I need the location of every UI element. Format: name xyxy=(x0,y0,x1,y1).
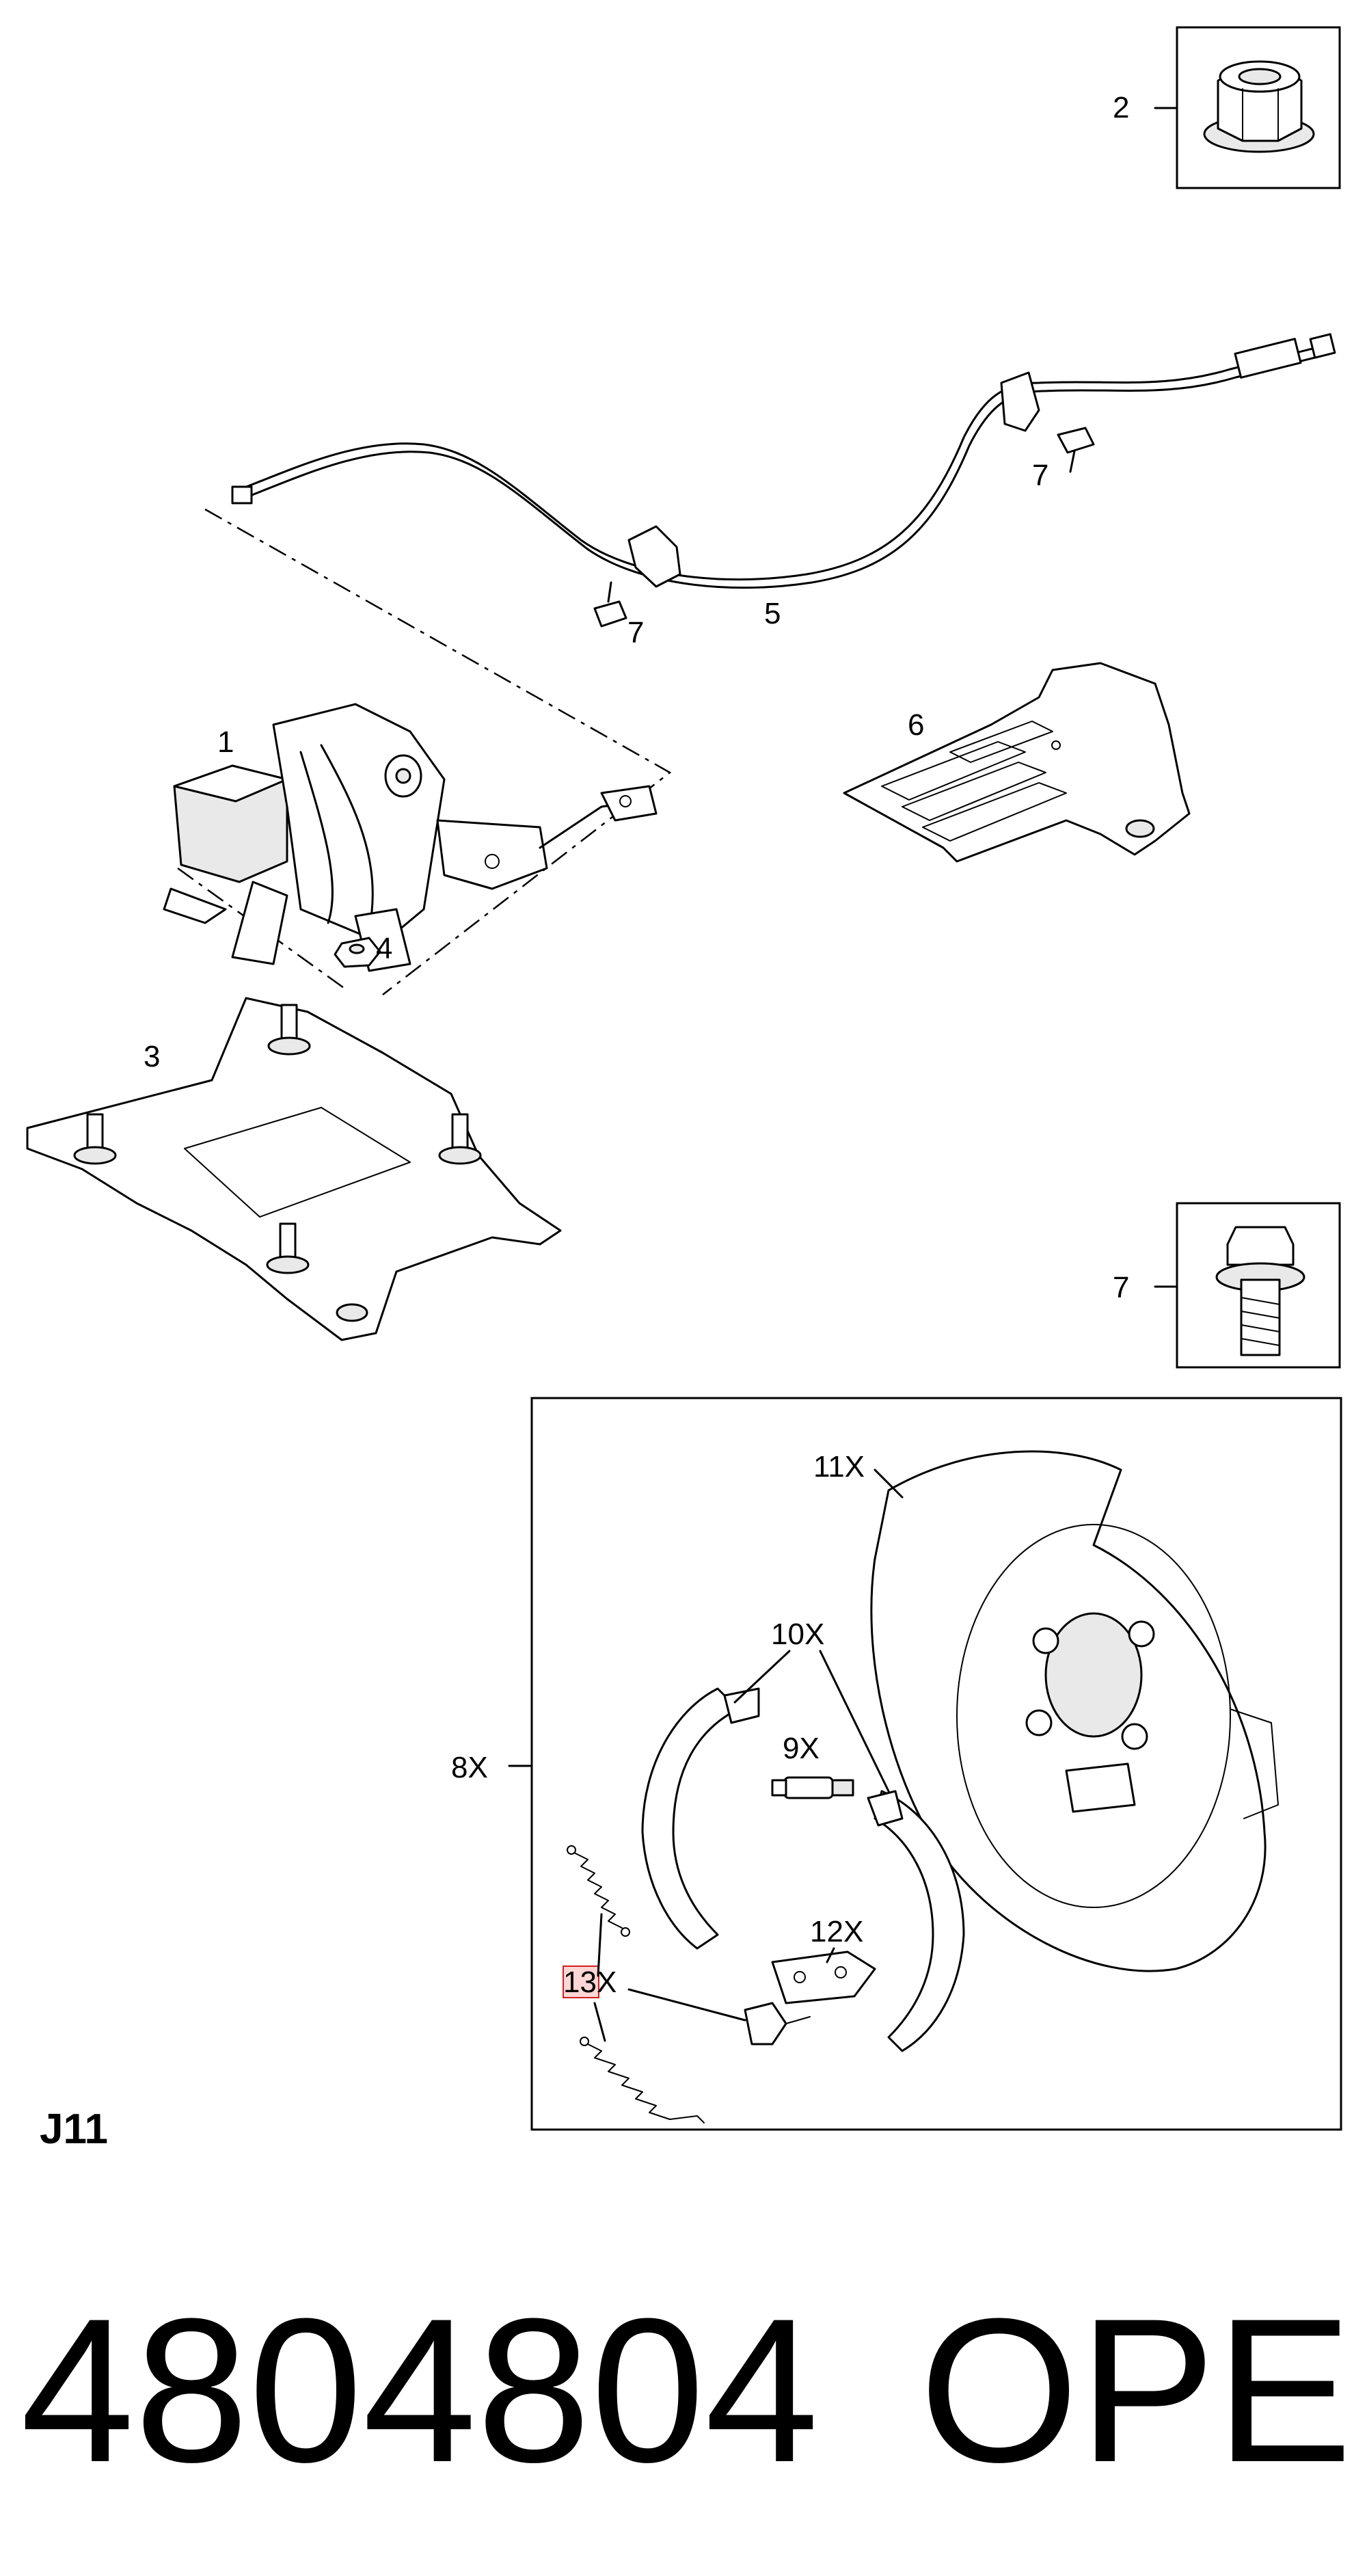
assembly-reference-line xyxy=(204,508,672,995)
leader-13c xyxy=(627,1988,746,2022)
cable-end-left xyxy=(231,485,253,505)
callout-1: 1 xyxy=(217,725,234,759)
section-code: J11 xyxy=(40,2106,108,2153)
cable-end-fitting xyxy=(1234,338,1302,379)
callout-4: 4 xyxy=(376,932,392,965)
bolt-inset-frame xyxy=(1176,1202,1341,1369)
callout-5: 5 xyxy=(764,597,781,630)
lever-mounting-bracket xyxy=(26,997,562,1341)
callout-2: 2 xyxy=(1113,91,1129,124)
callout-7-lower: 7 xyxy=(627,616,644,649)
callout-10: 10X xyxy=(771,1618,824,1651)
callout-12: 12X xyxy=(810,1915,863,1948)
brand-name: OPEL xyxy=(919,2275,1367,2505)
callout-7-upper: 7 xyxy=(1032,459,1048,492)
callout-3: 3 xyxy=(144,1040,160,1073)
callout-9: 9X xyxy=(783,1732,820,1765)
brake-shoe-kit-inset: 8X 11X 10X xyxy=(451,1397,1342,2131)
part-number: 4804804 xyxy=(21,2275,819,2505)
adjuster-screw xyxy=(771,1776,854,1799)
bolt-icon-upper xyxy=(1057,427,1095,473)
nut-icon-small xyxy=(334,937,381,968)
stud-3 xyxy=(438,1113,482,1165)
callout-7-inset: 7 xyxy=(1113,1271,1129,1304)
stud-2 xyxy=(73,1113,117,1165)
stud-1 xyxy=(267,1004,311,1056)
callout-8: 8X xyxy=(451,1751,488,1784)
flange-nut-icon xyxy=(1203,60,1315,153)
cable-clip-mid xyxy=(627,525,681,588)
heat-shield xyxy=(843,662,1191,863)
stud-4 xyxy=(266,1222,310,1274)
brake-backing-plate xyxy=(870,1450,1279,1972)
actuating-lever xyxy=(771,1950,876,2004)
callout-6: 6 xyxy=(908,708,924,742)
cable-clip-right xyxy=(1000,371,1040,432)
brake-shoe-right xyxy=(867,1790,965,2052)
bolt-icon-lower xyxy=(593,581,627,628)
leader-13b xyxy=(593,2002,606,2042)
hold-down-clip xyxy=(744,2002,811,2045)
callout-13: 13X xyxy=(563,1965,617,1999)
assembly-reference-line-2 xyxy=(177,867,349,993)
callout-11: 11X xyxy=(813,1450,865,1484)
return-spring-lower xyxy=(580,2037,705,2123)
return-spring-upper xyxy=(567,1845,630,1937)
leader-11 xyxy=(874,1468,904,1499)
leader-12 xyxy=(826,1947,835,1963)
brake-shoe-left xyxy=(641,1687,760,1950)
leader-10a xyxy=(733,1650,791,1704)
callout-13-highlight xyxy=(563,1965,599,1998)
bolt-inset: 7 xyxy=(1113,1202,1341,1369)
parking-brake-cable xyxy=(231,333,1336,589)
brake-kit-frame xyxy=(530,1397,1342,2131)
leader-13a xyxy=(597,1913,603,1977)
leader-10b xyxy=(819,1650,890,1793)
flange-bolt-icon xyxy=(1215,1226,1305,1356)
nut-inset: 2 xyxy=(1113,26,1341,189)
parking-brake-lever xyxy=(163,703,658,972)
